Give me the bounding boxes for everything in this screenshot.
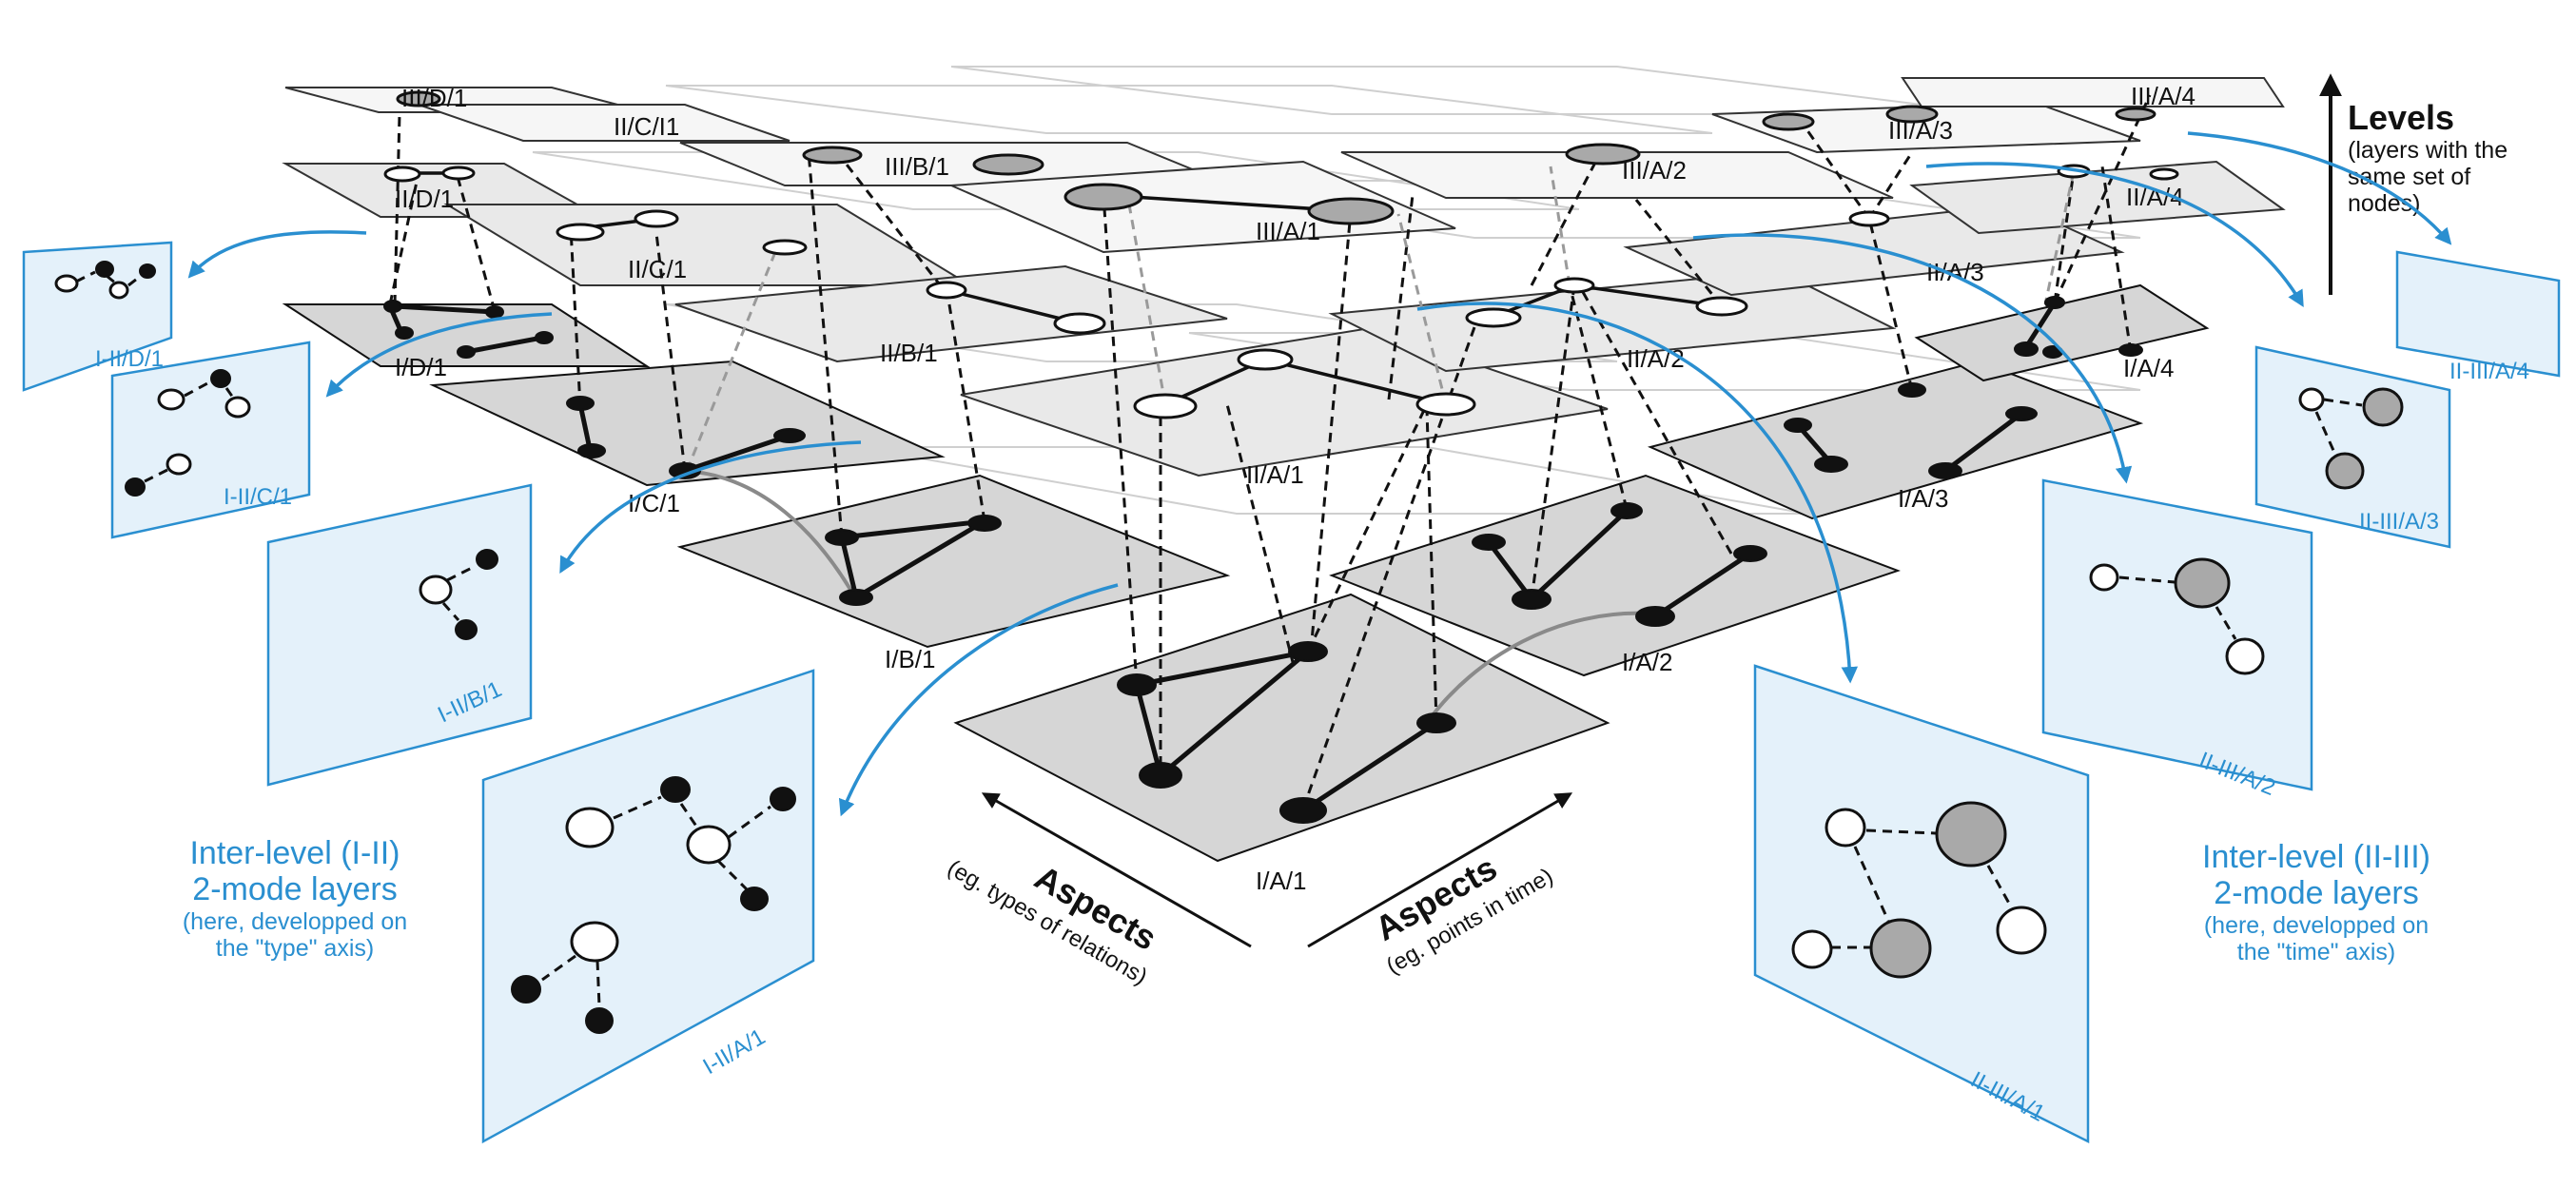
plane-III-A-4 [1901, 77, 2285, 107]
level-III-planes [284, 77, 2285, 254]
levels-title: Levels [2348, 98, 2454, 137]
panel-I-II-B-1 [266, 483, 533, 787]
label-III-D-1: III/D/1 [401, 84, 467, 112]
panel-I-II-A-1 [481, 669, 815, 1144]
legend-right-line1: Inter-level (II-III) [2202, 839, 2430, 875]
legend-left-line1: Inter-level (I-II) [189, 835, 400, 871]
right-panels: II-III/A/4 II-III/A/3 II-III/A/2 II-III/… [1753, 250, 2561, 1144]
plane-I-A-2 [1329, 474, 1901, 677]
legend-left-line2: 2-mode layers [192, 871, 397, 907]
label-III-A-3: III/A/3 [1888, 116, 1953, 145]
label-II-C-1: II/C/1 [628, 255, 687, 283]
left-panels: I-II/D/1 I-II/C/1 I-II/B/1 I-II/A/1 [22, 241, 815, 1144]
legend-left: Inter-level (I-II) 2-mode layers (here, … [183, 835, 407, 962]
label-III-A-4: III/A/4 [2131, 82, 2195, 110]
levels-desc-2: same set of [2348, 164, 2470, 190]
panel-label-II-III-A-3: II-III/A/3 [2359, 509, 2439, 535]
plane-II-A-2 [1328, 269, 1897, 373]
panel-label-II-III-A-4: II-III/A/4 [2449, 359, 2529, 384]
intra-level-curves [684, 469, 1651, 725]
label-II-A-3: II/A/3 [1926, 258, 1984, 286]
plane-II-C-1 [443, 204, 974, 286]
plane-I-A-3 [1647, 360, 2144, 520]
label-III-A-1: III/A/1 [1256, 217, 1320, 245]
levels-desc-1: (layers with the [2348, 137, 2508, 164]
plane-III-A-1 [950, 160, 1456, 254]
legend-right: Inter-level (II-III) 2-mode layers (here… [2202, 839, 2430, 965]
legend-right-line2: 2-mode layers [2214, 875, 2418, 911]
legend-left-line3: (here, developped on [183, 908, 407, 935]
label-II-D-1: II/D/1 [395, 185, 454, 213]
plane-II-C-1a [418, 104, 790, 142]
level-I-planes [282, 283, 2210, 863]
label-I-A-2: I/A/2 [1622, 648, 1672, 676]
label-I-A-1: I/A/1 [1256, 867, 1306, 895]
legend-right-line3: (here, developped on [2204, 912, 2429, 939]
label-I-A-4: I/A/4 [2123, 354, 2174, 382]
plane-I-B-1 [676, 474, 1231, 649]
plane-I-A-4 [1914, 283, 2210, 382]
panel-I-II-C-1 [110, 341, 311, 539]
panel-label-I-II-C-1: I-II/C/1 [224, 484, 292, 510]
label-I-B-1: I/B/1 [885, 645, 935, 673]
label-II-C-1a: II/C/I1 [614, 112, 679, 141]
legend-right-line4: the "time" axis) [2237, 939, 2395, 965]
panel-label-I-II-A-1: I-II/A/1 [699, 1023, 771, 1080]
projection-arrows [187, 131, 2452, 817]
panel-II-III-A-1 [1753, 664, 2090, 1144]
plane-I-D-1 [282, 303, 651, 367]
label-I-A-3: I/A/3 [1898, 484, 1948, 513]
panel-label-I-II-D-1: I-II/D/1 [95, 346, 164, 372]
plane-I-C-1 [429, 360, 946, 487]
plane-II-B-1 [674, 264, 1228, 363]
label-II-A-1: II/A/1 [1246, 460, 1304, 489]
label-III-A-2: III/A/2 [1622, 156, 1687, 185]
label-III-B-1: III/B/1 [885, 152, 949, 181]
label-II-A-2: II/A/2 [1627, 344, 1685, 373]
plane-I-A-1 [953, 593, 1610, 863]
panel-II-III-A-4 [2395, 250, 2561, 378]
panel-II-III-A-2 [2041, 478, 2313, 791]
label-II-B-1: II/B/1 [880, 339, 938, 367]
network-nodes [383, 90, 2179, 824]
label-I-D-1: I/D/1 [395, 353, 447, 381]
levels-axis: Levels (layers with the same set of node… [2319, 73, 2508, 295]
legend-left-line4: the "type" axis) [216, 935, 374, 962]
layer-labels: III/D/1 II/C/I1 III/B/1 III/A/1 III/A/2 … [395, 82, 2195, 895]
label-I-C-1: I/C/1 [628, 489, 680, 517]
